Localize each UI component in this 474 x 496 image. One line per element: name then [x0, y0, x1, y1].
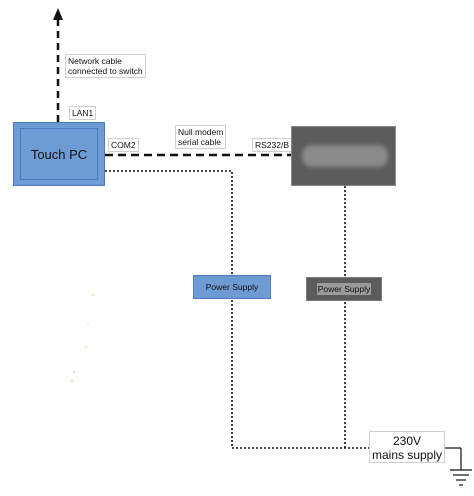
- faint-specks: [70, 294, 94, 383]
- device-box: [291, 126, 396, 186]
- rs232-label: RS232/B: [252, 138, 293, 152]
- mains-label: mains supply: [371, 448, 443, 462]
- lan1-label: LAN1: [69, 106, 97, 120]
- null-modem-label: Null modem serial cable: [175, 125, 227, 149]
- power-supply-left-label: Power Supply: [205, 282, 259, 292]
- touch-pc-box: Touch PC: [13, 122, 105, 186]
- touch-pc-label: Touch PC: [30, 146, 88, 162]
- arrow-up-icon: [53, 8, 63, 20]
- network-cable-label: Network cable connected to switch: [65, 54, 146, 78]
- power-line-pc: [105, 170, 369, 449]
- ground-symbol-icon: [445, 447, 472, 486]
- mains-voltage: 230V: [392, 434, 422, 448]
- power-supply-right: Power Supply: [306, 277, 382, 301]
- power-supply-right-label: Power Supply: [316, 283, 372, 295]
- com2-label: COM2: [108, 138, 139, 152]
- mains-supply-box: 230V mains supply: [369, 431, 445, 463]
- touch-pc-inner-border: [20, 128, 98, 180]
- device-blurred-label: [302, 145, 388, 167]
- power-supply-left: Power Supply: [193, 275, 271, 299]
